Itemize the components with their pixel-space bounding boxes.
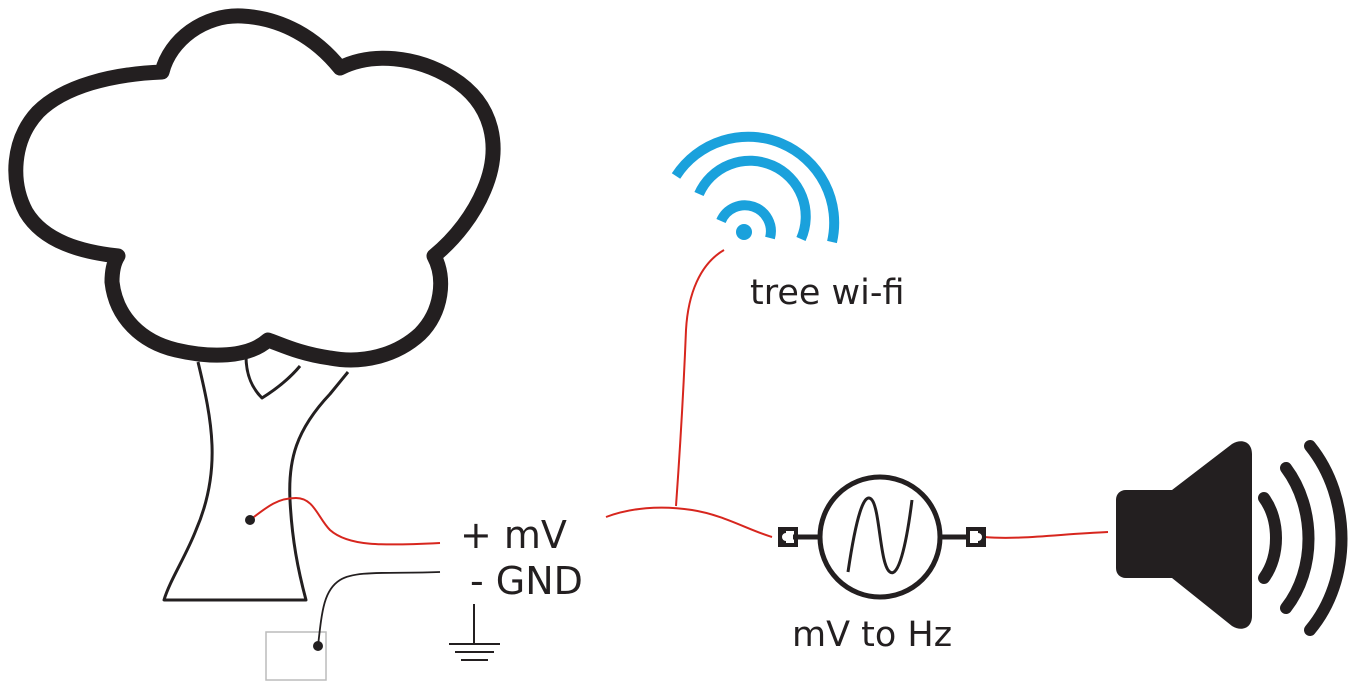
positive-probe-point	[245, 515, 255, 525]
tree-canopy	[8, 8, 501, 368]
positive-wire	[249, 496, 441, 546]
converter-label: mV to Hz	[792, 615, 953, 655]
wifi-wire	[675, 249, 725, 507]
ground-symbol-icon	[449, 604, 500, 661]
ground-probe-box	[265, 631, 327, 681]
oscillator-icon	[778, 474, 986, 600]
speaker-icon	[1116, 440, 1348, 636]
tree-icon	[8, 8, 501, 602]
wifi-label: tree wi-fi	[750, 273, 905, 313]
speaker-wire	[983, 531, 1109, 539]
ground-wire	[317, 571, 441, 647]
wifi-icon	[671, 131, 840, 244]
ground-probe-point	[313, 641, 323, 651]
tree-trunk	[162, 355, 350, 602]
positive-terminal-label: + mV	[460, 513, 567, 557]
signal-wire	[605, 506, 773, 538]
ground-terminal-label: - GND	[470, 559, 583, 603]
